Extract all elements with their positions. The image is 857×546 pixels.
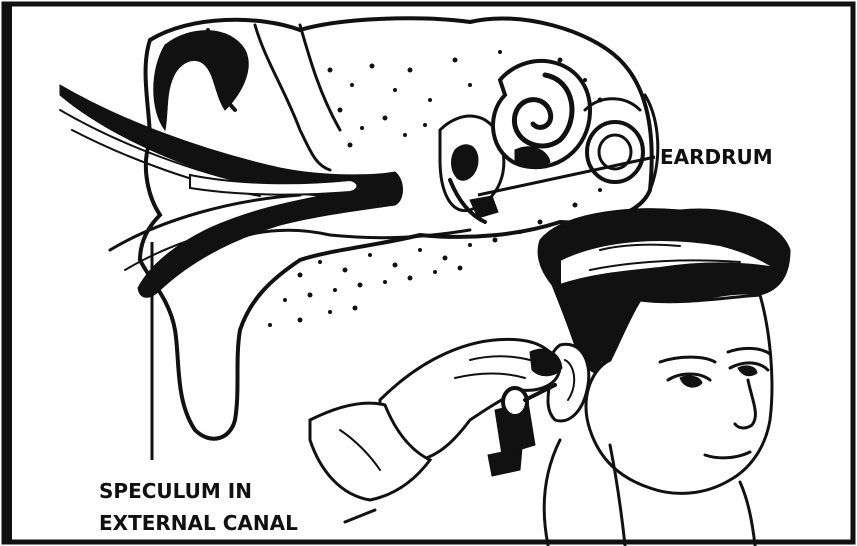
cochlea [493,61,590,167]
label-speculum-line1: SPECULUM IN [99,479,252,503]
label-speculum-line2: EXTERNAL CANAL [99,511,298,535]
label-eardrum: EARDRUM [660,145,773,169]
figure-border-left-edge [6,6,12,540]
